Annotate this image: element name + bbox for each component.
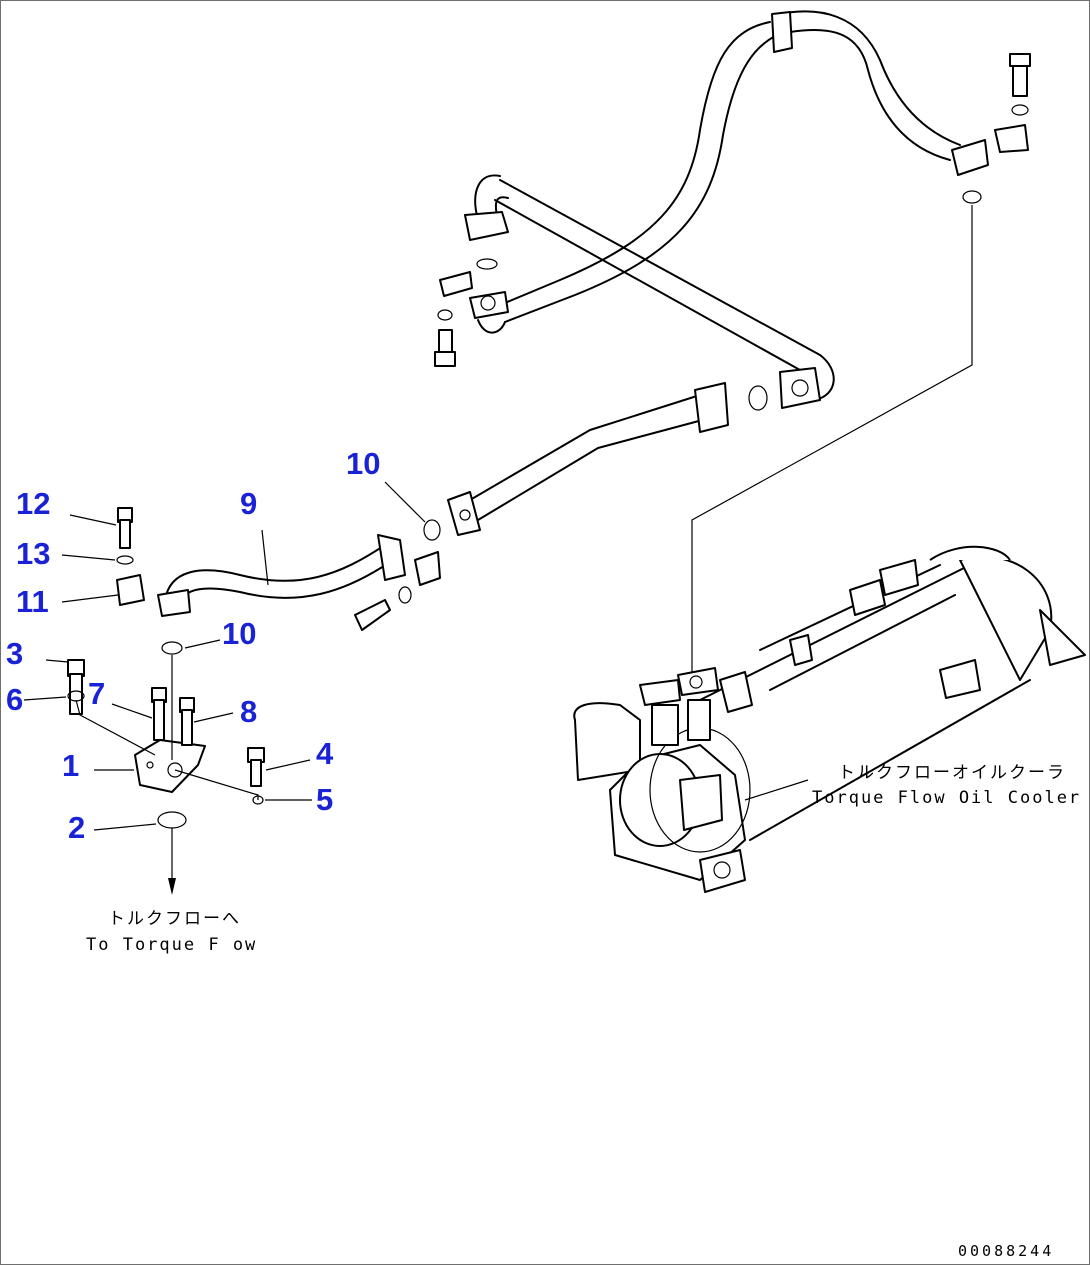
torque-flow-oil-cooler [573, 545, 1086, 893]
left-small-parts [67, 507, 265, 895]
note-oil-cooler-jp: トルクフローオイルクーラ [838, 763, 1066, 783]
callout-9: 9 [240, 486, 257, 521]
callout-8: 8 [240, 694, 257, 729]
callout-numbers: 12 13 11 9 10 10 3 6 7 8 1 4 5 2 [6, 446, 380, 845]
drawing-code: 00088244 [958, 1242, 1054, 1260]
callout-10-lower: 10 [222, 616, 256, 651]
middle-pipe [447, 382, 729, 536]
callout-6: 6 [6, 682, 23, 717]
callout-3: 3 [6, 636, 23, 671]
callout-13: 13 [16, 536, 50, 571]
note-oil-cooler-en: Torque Flow Oil Cooler [812, 788, 1081, 808]
callout-2: 2 [68, 810, 85, 845]
note-to-torque-flow-en: To Torque F ow [86, 935, 257, 955]
upper-pipe-assembly [434, 10, 1031, 680]
callout-5: 5 [316, 782, 333, 817]
callout-7: 7 [88, 676, 105, 711]
callout-10-upper: 10 [346, 446, 380, 481]
callout-12: 12 [16, 486, 50, 521]
callout-4: 4 [316, 736, 334, 771]
callout-1: 1 [62, 748, 79, 783]
note-to-torque-flow-jp: トルクフローへ [108, 909, 241, 929]
callout-11: 11 [16, 584, 49, 619]
callout-leaders [23, 481, 809, 831]
hose-9 [157, 519, 441, 631]
annotations: トルクフローへ To Torque F ow トルクフローオイルクーラ Torq… [86, 763, 1081, 1260]
